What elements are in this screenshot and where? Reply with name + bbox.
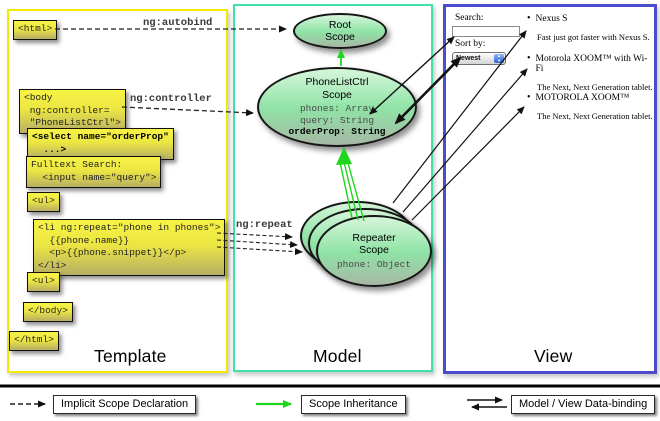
phone-list-item: • Nexus S Fast just got faster with Nexus…: [527, 13, 655, 42]
phonelistctrl-scope-label: PhoneListCtrl Scope: [305, 76, 369, 101]
phone-snippet: Fast just got faster with Nexus S.: [537, 32, 650, 42]
code-li-repeat: <li ng:repeat="phone in phones"> {{phone…: [33, 219, 226, 277]
ng-controller-label: ng:controller: [130, 93, 212, 105]
phone-title: MOTOROLA XOOM™: [535, 93, 630, 103]
phone-list-item: • Motorola XOOM™ with Wi-Fi The Next, Nex…: [527, 53, 655, 92]
code-html-open: <html>: [13, 20, 58, 40]
bullet-icon: •: [527, 92, 531, 103]
legend-implicit-scope-declaration: Implicit Scope Declaration: [53, 395, 197, 414]
legend-scope-inheritance: Scope Inheritance: [301, 395, 406, 414]
phone-list-item: • MOTOROLA XOOM™ The Next, Next Generatio…: [527, 92, 655, 121]
model-column-label: Model: [313, 346, 362, 366]
sort-by-label: Sort by:: [455, 39, 486, 49]
code-fulltext-search: Fulltext Search: <input name="query">: [26, 156, 162, 189]
repeater-scope-prop: phone: Object: [336, 258, 412, 270]
repeater-scope-label: Repeater Scope: [352, 231, 396, 257]
dropdown-down-icon: ▼: [497, 57, 501, 63]
code-ul-open: <ul>: [27, 192, 60, 212]
code-html-close: </html>: [9, 331, 59, 351]
phone-snippet: The Next, Next Generation tablet.: [537, 111, 653, 121]
model-column: [233, 4, 433, 372]
search-label: Search:: [455, 13, 484, 23]
template-column-label: Template: [94, 346, 167, 366]
dropdown-stepper-icon: ▲ ▼: [494, 53, 504, 63]
bullet-icon: •: [527, 13, 531, 24]
sort-dropdown-value: Newest: [456, 55, 481, 62]
sort-dropdown[interactable]: Newest ▲ ▼: [452, 52, 506, 65]
code-ul-close: <ul>: [27, 272, 60, 292]
phonelistctrl-scope-orderprop: orderProp: String: [288, 126, 386, 138]
root-scope-label: Root Scope: [325, 18, 355, 43]
ng-autobind-label: ng:autobind: [143, 17, 213, 29]
root-scope-ellipse: Root Scope: [293, 13, 387, 49]
phone-title: Nexus S: [535, 14, 568, 24]
phone-snippet: The Next, Next Generation tablet.: [537, 82, 653, 92]
legend-model-view-data-binding: Model / View Data-binding: [511, 395, 656, 414]
search-input[interactable]: [452, 26, 520, 37]
repeater-scope-ellipse-front: Repeater Scope phone: Object: [316, 215, 432, 287]
bullet-icon: •: [527, 53, 531, 64]
phonelistctrl-scope-ellipse: PhoneListCtrl Scope phones: Array query:…: [257, 67, 417, 147]
phonelistctrl-scope-props: phones: Array query: String: [299, 103, 375, 126]
phone-title: Motorola XOOM™ with Wi-Fi: [535, 54, 648, 74]
ng-repeat-label: ng:repeat: [236, 219, 293, 231]
view-column-label: View: [534, 346, 573, 366]
code-body-open: <body ng:controller= "PhoneListCtrl">: [19, 89, 126, 134]
code-body-close: </body>: [23, 302, 73, 322]
